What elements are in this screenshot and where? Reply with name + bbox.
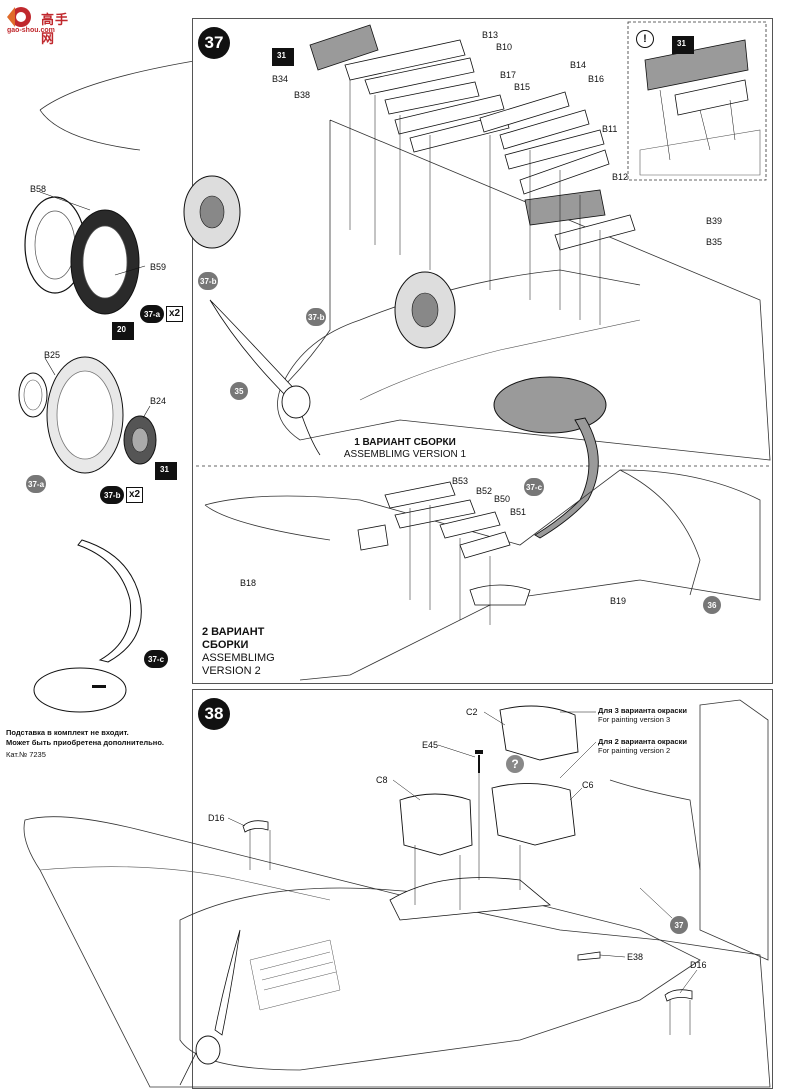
star-number: 31 — [677, 39, 686, 48]
part-label-b18: B18 — [240, 578, 257, 588]
version2-title-ru-1: 2 ВАРИАНТ — [202, 626, 265, 638]
part-label-c2: C2 — [466, 707, 478, 717]
callout-36: 36 — [703, 596, 721, 614]
subassembly-tag-37a: 37-a — [140, 305, 165, 323]
callout-37a: 37-a — [26, 475, 47, 493]
catalog-number: Кат.№ 7235 — [6, 750, 46, 759]
callout-37c: 37-c — [524, 478, 545, 496]
part-label-b38: B38 — [294, 90, 311, 100]
callout-37: 37 — [670, 916, 688, 934]
part-label-b59: B59 — [150, 262, 167, 272]
star-number: 20 — [117, 325, 126, 334]
stand-note: Подставка в комплект не входит. Может бы… — [6, 728, 164, 748]
stand-note-line2: Может быть приобретена дополнительно. — [6, 738, 164, 747]
stand-note-line1: Подставка в комплект не входит. — [6, 728, 129, 737]
subassembly-tag-37b: 37-b — [100, 486, 125, 504]
part-label-b17: B17 — [500, 70, 517, 80]
multiplier-x2: x2 — [166, 306, 184, 322]
painting-note-2-en: For painting version 2 — [598, 746, 671, 755]
part-label-b14: B14 — [570, 60, 587, 70]
painting-note-2: Для 2 варианта окраски For painting vers… — [598, 737, 687, 755]
version2-heading: 2 ВАРИАНТ СБОРКИ ASSEMBLIMG VERSION 2 — [202, 626, 275, 678]
part-label-b24: B24 — [150, 396, 167, 406]
version2-title-en-2: VERSION 2 — [202, 665, 261, 677]
star-ref-icon: 31 — [155, 462, 177, 480]
part-label-b51: B51 — [510, 507, 527, 517]
part-label-c6: C6 — [582, 780, 594, 790]
part-label-b10: B10 — [496, 42, 513, 52]
part-label-b12: B12 — [612, 172, 629, 182]
star-number: 31 — [277, 51, 286, 60]
part-label-b39: B39 — [706, 216, 723, 226]
version1-title-en: ASSEMBLIMG VERSION 1 — [343, 449, 467, 460]
part-label-b11: B11 — [602, 124, 618, 134]
part-label-d16: D16 — [690, 960, 707, 970]
painting-note-3: Для 3 варианта окраски For painting vers… — [598, 706, 687, 724]
callout-35: 35 — [230, 382, 248, 400]
part-label-c8: C8 — [376, 775, 388, 785]
part-label-e38: E38 — [627, 952, 644, 962]
callout-37b: 37-b — [306, 308, 327, 326]
part-label-b34: B34 — [272, 74, 289, 84]
version1-title-ru: 1 ВАРИАНТ СБОРКИ — [354, 437, 456, 448]
part-label-b13: B13 — [482, 30, 499, 40]
part-label-b16: B16 — [588, 74, 605, 84]
part-label-b58: B58 — [30, 184, 47, 194]
painting-note-3-en: For painting version 3 — [598, 715, 671, 724]
star-ref-icon: 31 — [272, 48, 294, 66]
painting-note-3-ru: Для 3 варианта окраски — [598, 706, 687, 715]
step37-number: 37 — [198, 27, 230, 59]
part-label-b50: B50 — [494, 494, 511, 504]
logo-url: gao-shou.com — [7, 27, 55, 34]
part-label-b53: B53 — [452, 476, 469, 486]
part-label-b19: B19 — [610, 596, 627, 606]
logo-text: 高手网 — [41, 12, 70, 46]
version2-title-ru-2: СБОРКИ — [202, 639, 249, 651]
part-label-b25: B25 — [44, 350, 61, 360]
version2-title-en-1: ASSEMBLIMG — [202, 652, 275, 664]
warning-icon: ! — [636, 30, 654, 48]
subassembly-tag-37c: 37-c — [144, 650, 169, 668]
part-label-d16: D16 — [208, 813, 225, 823]
logo-icon — [7, 7, 31, 27]
callout-37b: 37-b — [198, 272, 219, 290]
part-label-b52: B52 — [476, 486, 493, 496]
watermark-logo: 高手网 gao-shou.com — [3, 3, 75, 46]
part-label-b35: B35 — [706, 237, 723, 247]
multiplier-x2: x2 — [126, 487, 144, 503]
star-ref-icon: 20 — [112, 322, 134, 340]
question-icon: ? — [506, 755, 524, 773]
part-label-b15: B15 — [514, 82, 531, 92]
star-number: 31 — [160, 465, 169, 474]
version1-heading: 1 ВАРИАНТ СБОРКИ ASSEMBLIMG VERSION 1 — [340, 437, 470, 461]
part-label-e45: E45 — [422, 740, 439, 750]
step38-number: 38 — [198, 698, 230, 730]
painting-note-2-ru: Для 2 варианта окраски — [598, 737, 687, 746]
star-ref-icon: 31 — [672, 36, 694, 54]
